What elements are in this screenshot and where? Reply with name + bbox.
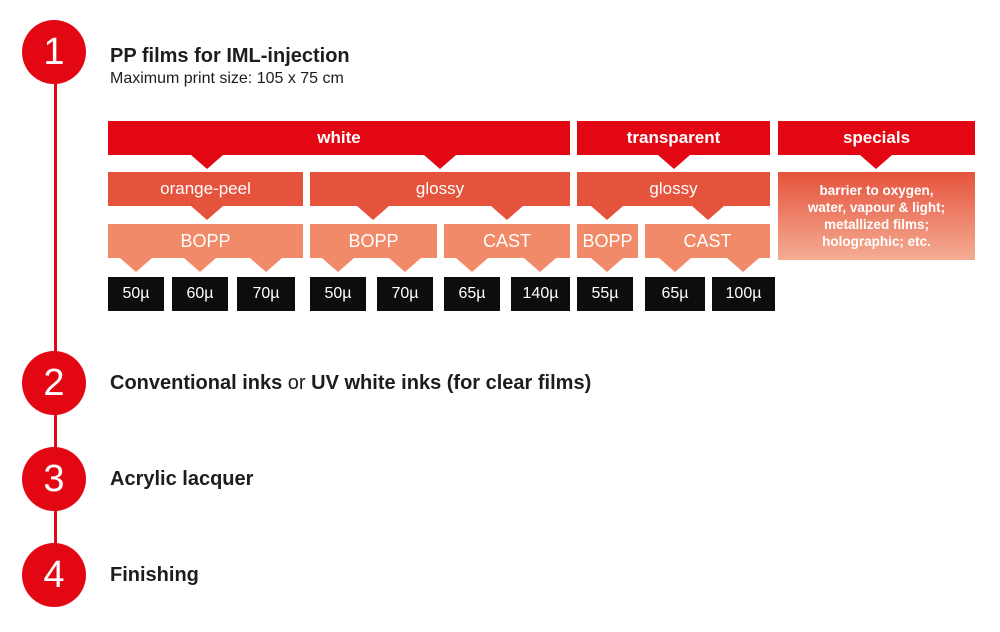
thickness-value-box: 65µ xyxy=(444,277,500,311)
step-1-heading: PP films for IML-injection Maximum print… xyxy=(110,44,350,89)
film-family-white-bar: white xyxy=(108,121,570,155)
step-2-badge: 2 xyxy=(22,351,86,415)
branch-arrow xyxy=(357,206,389,220)
finish-orange-peel-bar: orange-peel xyxy=(108,172,303,206)
film-type-bopp-bar: BOPP xyxy=(310,224,437,258)
timeline-connector-line xyxy=(54,52,57,575)
thickness-value-box: 50µ xyxy=(108,277,164,311)
step-4-label: Finishing xyxy=(110,564,199,586)
branch-arrow xyxy=(491,206,523,220)
branch-arrow xyxy=(322,258,354,272)
branch-arrow xyxy=(456,258,488,272)
branch-arrow xyxy=(658,155,690,169)
branch-arrow xyxy=(591,206,623,220)
specials-description-box: barrier to oxygen, water, vapour & light… xyxy=(778,172,975,260)
thickness-value-box: 100µ xyxy=(712,277,775,311)
finish-glossy-white-bar: glossy xyxy=(310,172,570,206)
specials-description-line: water, vapour & light; xyxy=(807,200,946,215)
step-4-number: 4 xyxy=(43,554,65,596)
film-type-cast-bar: CAST xyxy=(645,224,770,258)
branch-arrow xyxy=(120,258,152,272)
film-family-transparent-bar: transparent xyxy=(577,121,770,155)
branch-arrow xyxy=(860,155,892,169)
specials-description-line: holographic; etc. xyxy=(822,234,931,249)
finish-glossy-transparent-bar: glossy xyxy=(577,172,770,206)
step-3-badge: 3 xyxy=(22,447,86,511)
branch-arrow xyxy=(727,258,759,272)
step-1-badge: 1 xyxy=(22,20,86,84)
step-2-label-bold-a: Conventional inks xyxy=(110,372,283,394)
branch-arrow xyxy=(692,206,724,220)
step-1-title: PP films for IML-injection xyxy=(110,45,350,67)
thickness-value-box: 60µ xyxy=(172,277,228,311)
specials-description-line: barrier to oxygen, xyxy=(819,183,934,198)
film-type-bopp-bar: BOPP xyxy=(108,224,303,258)
step-2-label-plain: or xyxy=(282,372,312,394)
branch-arrow xyxy=(591,258,623,272)
thickness-value-box: 65µ xyxy=(645,277,705,311)
step-2-number: 2 xyxy=(43,362,65,404)
branch-arrow xyxy=(191,206,223,220)
step-4-badge: 4 xyxy=(22,543,86,607)
step-1-subtitle: Maximum print size: 105 x 75 cm xyxy=(110,70,344,87)
step-3-number: 3 xyxy=(43,458,65,500)
branch-arrow xyxy=(250,258,282,272)
branch-arrow xyxy=(184,258,216,272)
branch-arrow xyxy=(524,258,556,272)
thickness-value-box: 70µ xyxy=(377,277,433,311)
branch-arrow xyxy=(659,258,691,272)
film-type-bopp-bar: BOPP xyxy=(577,224,638,258)
step-2-label-bold-b: UV white inks (for clear films) xyxy=(311,372,592,394)
branch-arrow xyxy=(389,258,421,272)
step-3-label: Acrylic lacquer xyxy=(110,468,254,490)
thickness-value-box: 55µ xyxy=(577,277,633,311)
branch-arrow xyxy=(191,155,223,169)
thickness-value-box: 70µ xyxy=(237,277,295,311)
specials-description-line: metallized films; xyxy=(823,217,930,232)
film-type-cast-bar: CAST xyxy=(444,224,570,258)
film-family-specials-bar: specials xyxy=(778,121,975,155)
branch-arrow xyxy=(424,155,456,169)
thickness-value-box: 140µ xyxy=(511,277,570,311)
step-2-label: Conventional inks or UV white inks (for … xyxy=(110,370,591,396)
thickness-value-box: 50µ xyxy=(310,277,366,311)
step-1-number: 1 xyxy=(43,31,65,73)
